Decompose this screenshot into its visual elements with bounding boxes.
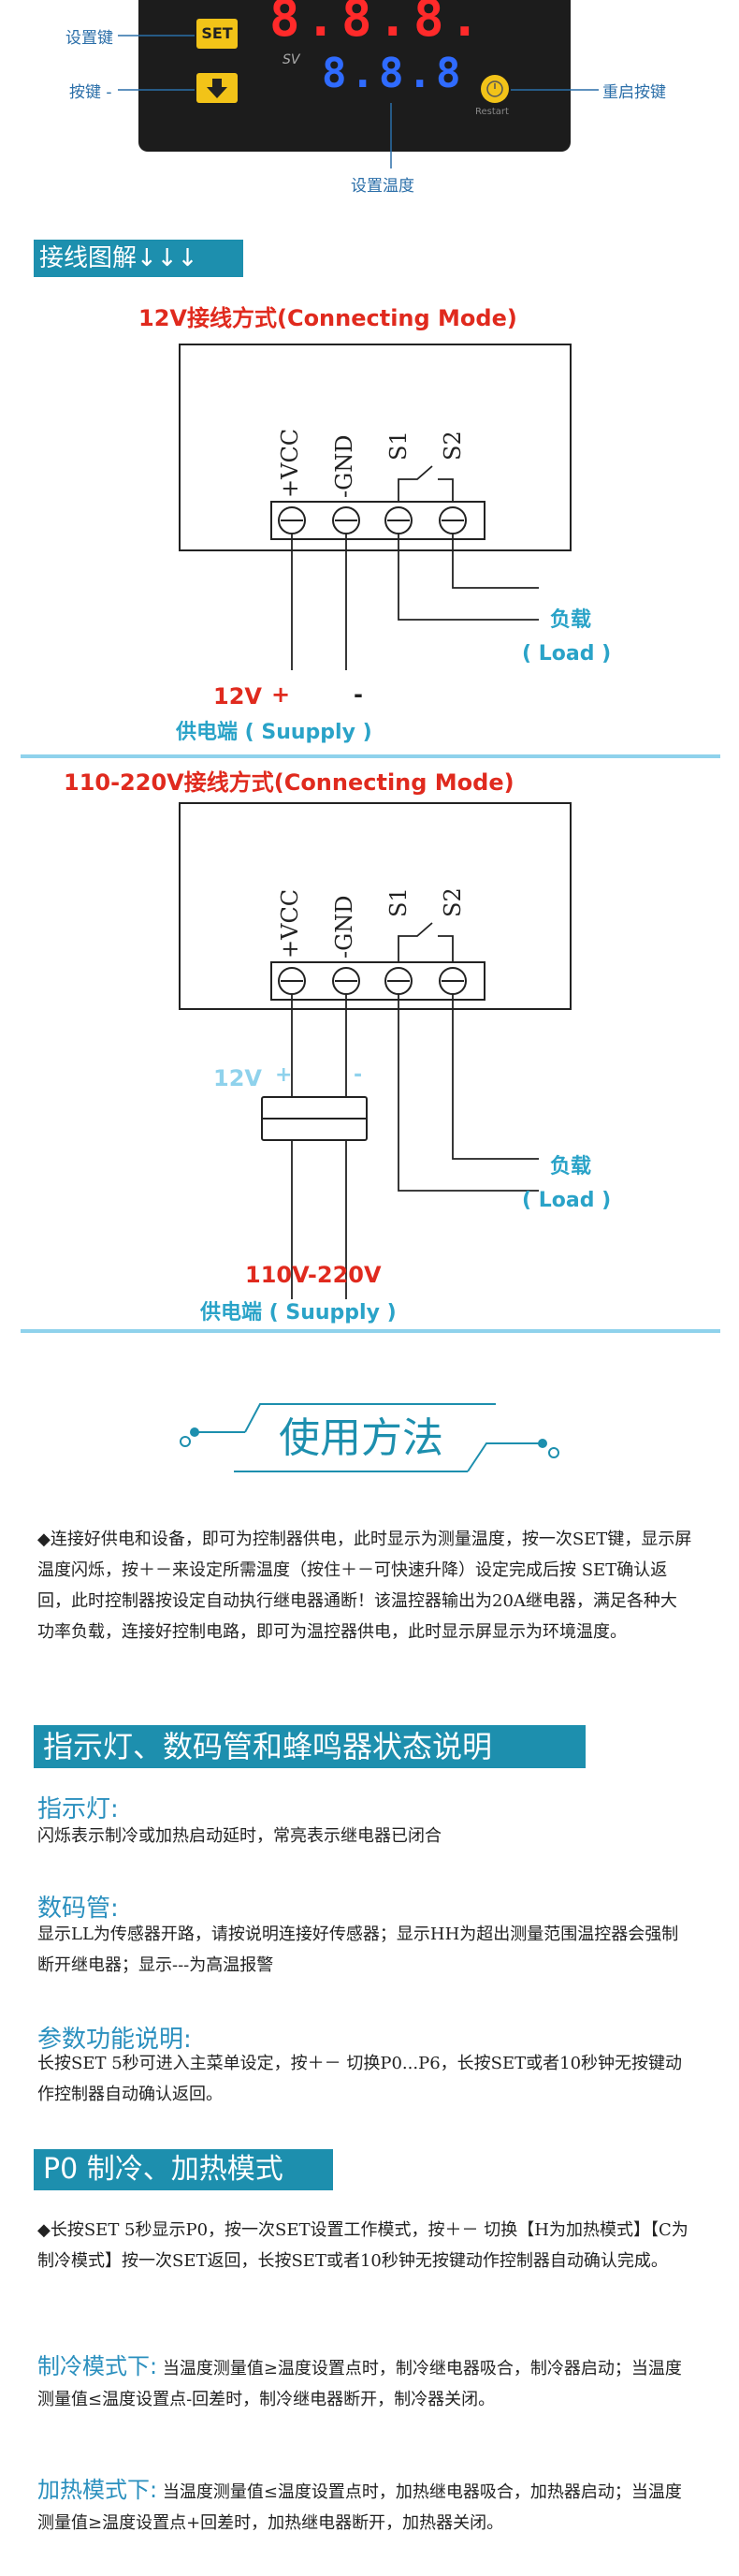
cool-title: 制冷模式下: bbox=[37, 2353, 158, 2379]
adapter-minus: - bbox=[354, 1063, 363, 1087]
down-button[interactable] bbox=[196, 73, 238, 103]
usage-text: ◆连接好供电和设备，即可为控制器供电，此时显示为测量温度，按一次SET键，显示屏… bbox=[37, 1530, 692, 1642]
callout-lines bbox=[118, 35, 599, 168]
diagram-220v-load: 负载 bbox=[550, 1155, 592, 1178]
diagram-12v-title: 12V接线方式(Connecting Mode) bbox=[138, 300, 517, 332]
diagram-220v-title-prefix: 110-220V bbox=[64, 769, 184, 796]
adapter-12v-label: 12V bbox=[213, 1065, 262, 1091]
callout-set-temp: 设置温度 bbox=[351, 177, 414, 196]
heat-title: 加热模式下: bbox=[37, 2477, 158, 2503]
divider-2 bbox=[21, 1329, 720, 1333]
diagram-12v-title-prefix: 12V bbox=[138, 305, 187, 331]
p0-intro: ◆长按SET 5秒显示P0，按一次SET设置工作模式，按＋－ 切换【H为加热模式… bbox=[37, 2220, 688, 2271]
terminal-s1: S1 bbox=[385, 431, 412, 461]
param-title: 参数功能说明: bbox=[37, 2026, 192, 2054]
arrow-down-icon bbox=[207, 79, 227, 98]
usage-title: 使用方法 bbox=[279, 1414, 443, 1462]
diagram-12v-minus: - bbox=[354, 681, 363, 708]
p0-heading: P0 制冷、加热模式 bbox=[34, 2149, 333, 2190]
usage-paragraph: ◆连接好供电和设备，即可为控制器供电，此时显示为测量温度，按一次SET键，显示屏… bbox=[37, 1524, 692, 1647]
terminal-s2: S2 bbox=[440, 431, 466, 461]
divider-1 bbox=[21, 754, 720, 758]
terminal-s2: S2 bbox=[440, 887, 466, 917]
indicator-title: 指示灯: bbox=[37, 1795, 119, 1823]
diagram-12v-load-en: ( Load ) bbox=[522, 642, 612, 666]
power-icon bbox=[486, 80, 503, 97]
cool-text: 当温度测量值≥温度设置点时，制冷继电器吸合，制冷器启动；当温度测量值≤温度设置点… bbox=[37, 2359, 682, 2409]
adapter-plus: + bbox=[275, 1063, 293, 1087]
p0-cool: 制冷模式下: 当温度测量值≥温度设置点时，制冷继电器吸合，制冷器启动；当温度测量… bbox=[37, 2351, 692, 2415]
p0-heat: 加热模式下: 当温度测量值≤温度设置点时，加热继电器吸合，加热器启动；当温度测量… bbox=[37, 2475, 692, 2539]
terminal-vcc: +VCC bbox=[277, 429, 303, 498]
diagram-220v-voltage: 110V-220V bbox=[245, 1262, 382, 1288]
sv-display: 8.8.8 bbox=[322, 50, 465, 97]
diagram-12v-plus: + bbox=[271, 681, 291, 708]
terminal-gnd: -GND bbox=[331, 434, 357, 498]
sv-label: SV bbox=[283, 52, 300, 67]
restart-caption: Restart bbox=[475, 107, 509, 117]
diagram-12v-load: 负载 bbox=[550, 608, 592, 632]
tube-text: 显示LL为传感器开路，请按说明连接好传感器；显示HH为超出测量范围温控器会强制断… bbox=[37, 1925, 679, 1975]
diagram-220v-load-en: ( Load ) bbox=[522, 1189, 612, 1212]
diagram-12v: +VCC -GND S1 S2 bbox=[179, 344, 572, 670]
diagram-220v-title: 110-220V接线方式(Connecting Mode) bbox=[64, 764, 514, 797]
callout-restart-key: 重启按键 bbox=[602, 83, 666, 102]
callout-minus-key: 按键 - bbox=[69, 83, 112, 102]
diagram-220v: +VCC -GND S1 S2 bbox=[179, 802, 572, 1299]
diagram-12v-title-rest: 接线方式(Connecting Mode) bbox=[186, 305, 517, 331]
wiring-heading: 接线图解↓↓↓ bbox=[34, 240, 243, 277]
pv-display: 8.8.8. bbox=[269, 0, 486, 48]
controller-panel: 8.8.8. SV 8.8.8 SET Restart bbox=[138, 0, 571, 152]
tube-title: 数码管: bbox=[37, 1895, 119, 1923]
indicator-text: 闪烁表示制冷或加热启动延时，常亮表示继电器已闭合 bbox=[37, 1826, 442, 1846]
diagram-12v-voltage: 12V bbox=[213, 683, 262, 710]
terminal-s1: S1 bbox=[385, 887, 412, 917]
diagram-220v-supply: 供电端 ( Suupply ) bbox=[200, 1301, 397, 1325]
restart-button[interactable] bbox=[481, 75, 509, 103]
callout-set-key: 设置键 bbox=[65, 29, 113, 48]
terminal-gnd: -GND bbox=[331, 895, 357, 959]
diagram-220v-title-rest: 接线方式(Connecting Mode) bbox=[183, 769, 514, 796]
diagram-12v-supply: 供电端 ( Suupply ) bbox=[176, 721, 372, 744]
status-heading: 指示灯、数码管和蜂鸣器状态说明 bbox=[34, 1725, 586, 1768]
param-text: 长按SET 5秒可进入主菜单设定，按＋－ 切换P0...P6，长按SET或者10… bbox=[37, 2054, 683, 2104]
terminal-vcc: +VCC bbox=[277, 889, 303, 959]
set-button[interactable]: SET bbox=[196, 19, 238, 49]
heat-text: 当温度测量值≤温度设置点时，加热继电器吸合，加热器启动；当温度测量值≥温度设置点… bbox=[37, 2482, 682, 2533]
usage-title-ornament bbox=[180, 1403, 559, 1472]
